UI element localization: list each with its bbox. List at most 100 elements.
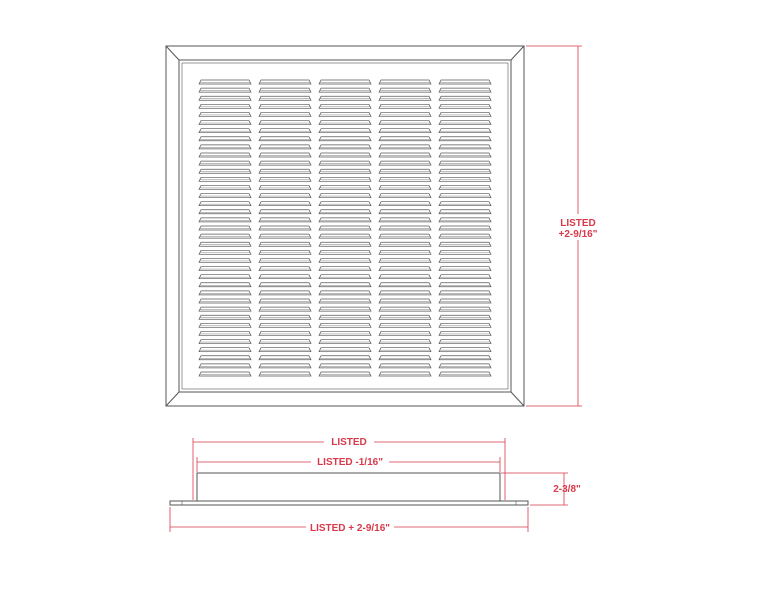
louver-blade: [198, 241, 252, 247]
listed-minus-label: LISTED -1/16": [317, 457, 383, 468]
louver-blade: [258, 185, 312, 190]
louver-blade: [378, 266, 432, 271]
louver-blade: [438, 209, 492, 215]
louver-blade: [198, 128, 252, 134]
louver-blade: [378, 249, 432, 255]
louver-blade: [258, 347, 312, 353]
louver-blade: [258, 249, 312, 255]
overall-width-dimension: [169, 507, 529, 532]
corner-bevel-tl: [165, 45, 180, 61]
louver-blade: [378, 87, 432, 93]
inner-frame: [178, 59, 512, 393]
louver-blade: [438, 355, 492, 361]
louver-blade: [378, 225, 432, 231]
louver-blade: [378, 160, 432, 166]
louver-blade: [318, 209, 372, 215]
louver-blade: [198, 95, 252, 101]
side-view: [169, 472, 529, 506]
louver-blade: [318, 152, 372, 158]
louver-blade: [318, 128, 372, 134]
louver-blade: [318, 87, 372, 93]
louver-blade: [258, 144, 312, 150]
louver-blade: [378, 331, 432, 336]
louver-blade: [378, 185, 432, 190]
louver-blade: [198, 355, 252, 361]
louver-blade: [258, 322, 312, 328]
flange: [169, 500, 529, 506]
louver-blade: [378, 298, 432, 304]
louver-blade: [198, 339, 252, 344]
louver-blade: [258, 290, 312, 296]
louver-blade: [438, 79, 492, 85]
louver-blade: [258, 160, 312, 166]
louver-blade: [438, 258, 492, 263]
louver-blade: [258, 355, 312, 361]
louver-blade: [258, 87, 312, 93]
louver-blade: [378, 136, 432, 142]
louver-blade: [198, 314, 252, 320]
louver-blade: [318, 95, 372, 101]
louver-blade: [258, 168, 312, 174]
louver-blade: [438, 363, 492, 369]
louver-blade: [318, 371, 372, 377]
louver-blade: [438, 314, 492, 320]
height-label-line2: +2-9/16": [559, 229, 598, 240]
louver-blade: [318, 355, 372, 361]
louver-blade: [258, 136, 312, 142]
louver-blade: [378, 241, 432, 247]
corner-bevel-bl: [165, 391, 180, 407]
louver-blade: [198, 152, 252, 158]
louver-blade: [258, 241, 312, 247]
front-view: [165, 45, 525, 407]
louver-blade: [318, 347, 372, 353]
louver-blade: [438, 266, 492, 271]
louver-blade: [198, 298, 252, 304]
louver-blade: [438, 152, 492, 158]
louver-blade: [438, 185, 492, 190]
louver-blade: [378, 282, 432, 288]
louver-blade: [318, 120, 372, 125]
louver-blade: [318, 217, 372, 223]
louver-blade: [198, 225, 252, 231]
louver-blade: [378, 176, 432, 182]
louver-blade: [258, 298, 312, 304]
louver-blade: [198, 233, 252, 239]
louver-blade: [378, 112, 432, 117]
louver-blade: [318, 168, 372, 174]
louver-blade: [318, 258, 372, 263]
louver-blade: [318, 339, 372, 344]
louver-blade: [198, 290, 252, 296]
louver-blade: [438, 103, 492, 109]
louver-blade: [318, 331, 372, 336]
louver-blade: [318, 314, 372, 320]
louver-blade: [318, 306, 372, 312]
louver-blade: [198, 274, 252, 280]
louver-blade: [438, 371, 492, 377]
louver-blade: [438, 282, 492, 288]
louver-blade: [438, 176, 492, 182]
louver-blade: [378, 233, 432, 239]
louver-blade: [198, 371, 252, 377]
louver-blade: [198, 322, 252, 328]
louver-blade: [438, 233, 492, 239]
louver-blade: [438, 168, 492, 174]
louver-blade: [318, 144, 372, 150]
louver-blade: [438, 274, 492, 280]
corner-bevel-tr: [510, 45, 525, 61]
louver-blade: [198, 258, 252, 263]
louver-blade: [258, 217, 312, 223]
louver-blade: [198, 282, 252, 288]
louver-blade: [258, 201, 312, 207]
louver-blade: [198, 136, 252, 142]
louver-blade: [258, 274, 312, 280]
corner-bevel-br: [510, 391, 525, 407]
louver-blade: [378, 128, 432, 134]
louver-blade: [318, 185, 372, 190]
louver-blade: [318, 136, 372, 142]
louver-blade: [198, 331, 252, 336]
listed-minus-dimension: [196, 457, 501, 472]
louver-blade: [258, 331, 312, 336]
louver-blade: [318, 322, 372, 328]
louver-blade: [258, 371, 312, 377]
